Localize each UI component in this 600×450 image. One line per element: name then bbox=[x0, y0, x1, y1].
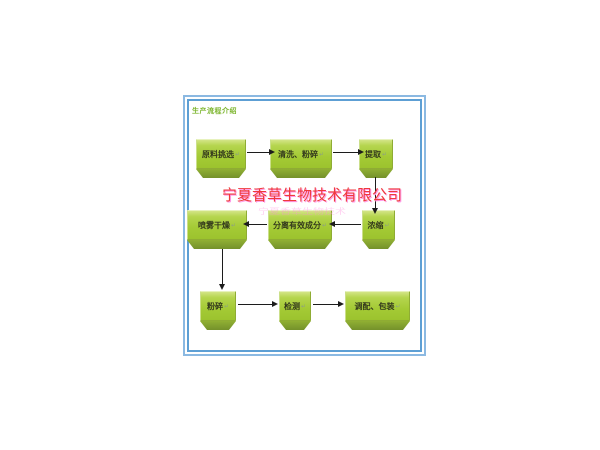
box-3d-base bbox=[270, 169, 332, 178]
diagram-title: 生产流程介绍 bbox=[192, 108, 237, 115]
arrow-separation-to-spraydrying bbox=[243, 221, 267, 227]
box-label: 浓缩 bbox=[367, 220, 384, 230]
paragraph-mark: ↵ bbox=[384, 222, 390, 229]
flow-box-concentration: 浓缩↵ bbox=[362, 210, 395, 249]
company-watermark: 宁夏香草生物技术有限公司 bbox=[222, 188, 403, 204]
flow-box-washing-crushing: 清洗、粉碎↵ bbox=[270, 139, 332, 178]
box-label: 粉碎 bbox=[206, 301, 223, 311]
box-3d-base bbox=[200, 321, 236, 330]
box-label: 原料挑选 bbox=[201, 149, 234, 159]
box-face: 浓缩↵ bbox=[362, 210, 395, 240]
arrowhead-down-icon bbox=[372, 208, 378, 214]
paragraph-mark: ↵ bbox=[223, 303, 230, 310]
arrowhead-right-icon bbox=[358, 149, 364, 155]
arrowhead-left-icon bbox=[329, 221, 335, 227]
arrowhead-right-icon bbox=[272, 301, 278, 307]
paragraph-mark: ↵ bbox=[321, 222, 328, 229]
box-face: 提取↵ bbox=[359, 139, 393, 169]
box-face: 检测↵ bbox=[279, 291, 311, 321]
paragraph-mark: ↵ bbox=[318, 151, 325, 158]
box-3d-base bbox=[362, 240, 395, 249]
flow-box-spray-drying: 喷雾干燥↵ bbox=[187, 210, 247, 249]
paragraph-mark: ↵ bbox=[234, 151, 241, 158]
flow-box-raw-material-selection: 原料挑选↵ bbox=[196, 139, 246, 178]
box-3d-base bbox=[279, 321, 311, 330]
box-3d-base bbox=[187, 240, 247, 249]
box-label: 分离有效成分 bbox=[272, 220, 321, 230]
paragraph-mark: ↵ bbox=[395, 303, 401, 310]
arrowhead-right-icon bbox=[338, 301, 344, 307]
box-face: 喷雾干燥↵ bbox=[187, 210, 247, 240]
box-3d-base bbox=[196, 169, 246, 178]
flow-box-blending-packaging: 调配、包装↵ bbox=[345, 291, 410, 330]
box-3d-base bbox=[359, 169, 393, 178]
box-face: 原料挑选↵ bbox=[196, 139, 246, 169]
arrow-testing-to-packaging bbox=[313, 301, 344, 307]
box-label: 清洗、粉碎 bbox=[277, 149, 318, 159]
box-face: 调配、包装↵ bbox=[345, 291, 410, 321]
arrowhead-left-icon bbox=[243, 221, 249, 227]
box-3d-base bbox=[268, 240, 332, 249]
arrow-raw-to-washing bbox=[247, 149, 275, 155]
paragraph-mark: ↵ bbox=[300, 303, 307, 310]
flow-box-extraction: 提取↵ bbox=[359, 139, 393, 178]
company-watermark-echo: 宁夏香草生物技术有限公司 bbox=[258, 207, 346, 216]
box-face: 粉碎↵ bbox=[200, 291, 236, 321]
arrow-concentration-to-separation bbox=[329, 221, 361, 227]
arrow-washing-to-extraction bbox=[333, 149, 364, 155]
arrowhead-right-icon bbox=[269, 149, 275, 155]
flow-box-crushing: 粉碎↵ bbox=[200, 291, 236, 330]
arrow-extraction-to-concentration bbox=[372, 177, 378, 214]
box-label: 检测 bbox=[283, 301, 300, 311]
arrow-crushing-to-testing bbox=[238, 301, 278, 307]
box-label: 调配、包装 bbox=[354, 301, 395, 311]
flow-box-separate-active-ingredients: 分离有效成分↵ bbox=[268, 210, 332, 249]
paragraph-mark: ↵ bbox=[230, 222, 237, 229]
box-label: 喷雾干燥 bbox=[197, 220, 230, 230]
box-label: 提取 bbox=[364, 149, 381, 159]
flow-box-testing: 检测↵ bbox=[279, 291, 311, 330]
paragraph-mark: ↵ bbox=[381, 151, 388, 158]
box-face: 清洗、粉碎↵ bbox=[270, 139, 332, 169]
arrow-spraydrying-to-crushing bbox=[219, 249, 225, 290]
arrowhead-down-icon bbox=[219, 284, 225, 290]
box-3d-base bbox=[345, 321, 410, 330]
box-face: 分离有效成分↵ bbox=[268, 210, 332, 240]
